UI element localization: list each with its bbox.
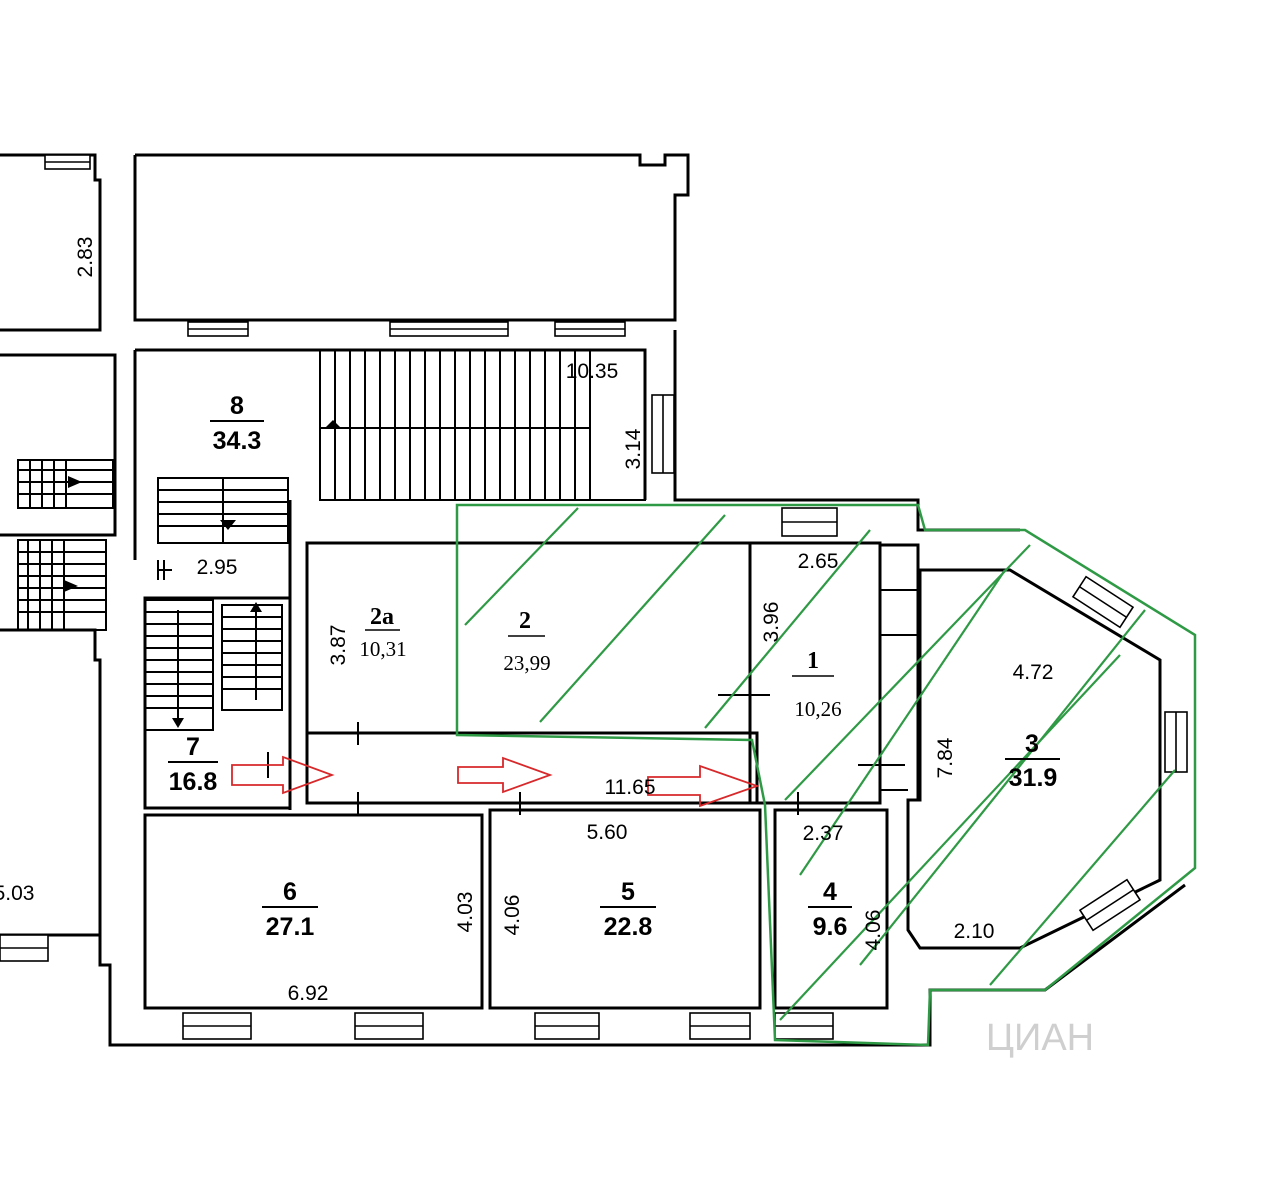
room-3-area: 31.9 bbox=[1009, 764, 1058, 792]
room-2a-number: 2a bbox=[370, 604, 394, 630]
room-2-label: 2 23,99 bbox=[503, 608, 550, 675]
room-8-area: 34.3 bbox=[213, 427, 262, 455]
dimension-2-37: 2.37 bbox=[803, 822, 844, 845]
dimension-2-10: 2.10 bbox=[954, 920, 995, 943]
room-2a-area: 10,31 bbox=[359, 637, 406, 661]
room-3-number: 3 bbox=[1025, 730, 1039, 758]
room-6-area: 27.1 bbox=[266, 913, 315, 941]
room-7-area: 16.8 bbox=[169, 768, 218, 796]
room-6-label: 6 27.1 bbox=[262, 878, 318, 941]
dimension-4-06-room5: 4.06 bbox=[501, 895, 524, 936]
windows bbox=[0, 154, 1188, 1040]
dimension-3-96: 3.96 bbox=[760, 602, 783, 643]
room-4-number: 4 bbox=[823, 878, 837, 906]
dimension-labels: 2.83 10.35 3.14 2.95 3.87 3.96 2.65 4.72… bbox=[0, 237, 1053, 1005]
dimension-4-03: 4.03 bbox=[454, 892, 477, 933]
dimension-2-95: 2.95 bbox=[197, 556, 238, 579]
dimension-2-65: 2.65 bbox=[798, 550, 839, 573]
highlighted-premises-outline bbox=[455, 503, 1197, 1047]
stair-left-upper bbox=[17, 459, 114, 509]
watermark-text: ЦИАН bbox=[986, 1017, 1094, 1059]
room-8-number: 8 bbox=[230, 392, 244, 420]
room-5-number: 5 bbox=[621, 878, 635, 906]
stair-left-lower bbox=[17, 539, 107, 631]
room-2a-label: 2a 10,31 bbox=[359, 604, 406, 661]
room-8-label: 8 34.3 bbox=[210, 392, 264, 455]
dimension-4-72: 4.72 bbox=[1013, 661, 1054, 684]
dimension-6-92: 6.92 bbox=[288, 982, 329, 1005]
dimension-3-87: 3.87 bbox=[327, 625, 350, 666]
room-1-label: 1 10,26 bbox=[792, 648, 842, 721]
room-5-label: 5 22.8 bbox=[600, 878, 656, 941]
room-7-label: 7 16.8 bbox=[168, 733, 218, 796]
arrows bbox=[231, 755, 760, 808]
room-1-area: 10,26 bbox=[794, 697, 841, 721]
highlight-hatching bbox=[464, 507, 1176, 1021]
room-4-label: 4 9.6 bbox=[808, 878, 852, 941]
dimension-7-84: 7.84 bbox=[934, 737, 957, 778]
room-1-number: 1 bbox=[807, 648, 819, 674]
room-2-number: 2 bbox=[519, 608, 531, 634]
room-6-number: 6 bbox=[283, 878, 297, 906]
room-2-area: 23,99 bbox=[503, 651, 550, 675]
dimension-11-65: 11.65 bbox=[605, 776, 656, 799]
dimension-2-83: 2.83 bbox=[74, 237, 97, 278]
dimension-10-35: 10.35 bbox=[566, 360, 619, 383]
direction-arrows bbox=[64, 420, 341, 728]
room-4-area: 9.6 bbox=[813, 913, 848, 941]
dimension-4-06-room4: 4.06 bbox=[862, 910, 885, 951]
dimension-5-03: 5.03 bbox=[0, 882, 34, 905]
door-marks bbox=[267, 694, 905, 815]
dimension-5-60: 5.60 bbox=[587, 821, 628, 844]
room-5-area: 22.8 bbox=[604, 913, 653, 941]
dimension-3-14: 3.14 bbox=[622, 428, 645, 469]
room-3-label: 3 31.9 bbox=[1005, 730, 1060, 792]
stair-center bbox=[144, 477, 289, 731]
room-7-number: 7 bbox=[186, 733, 200, 761]
